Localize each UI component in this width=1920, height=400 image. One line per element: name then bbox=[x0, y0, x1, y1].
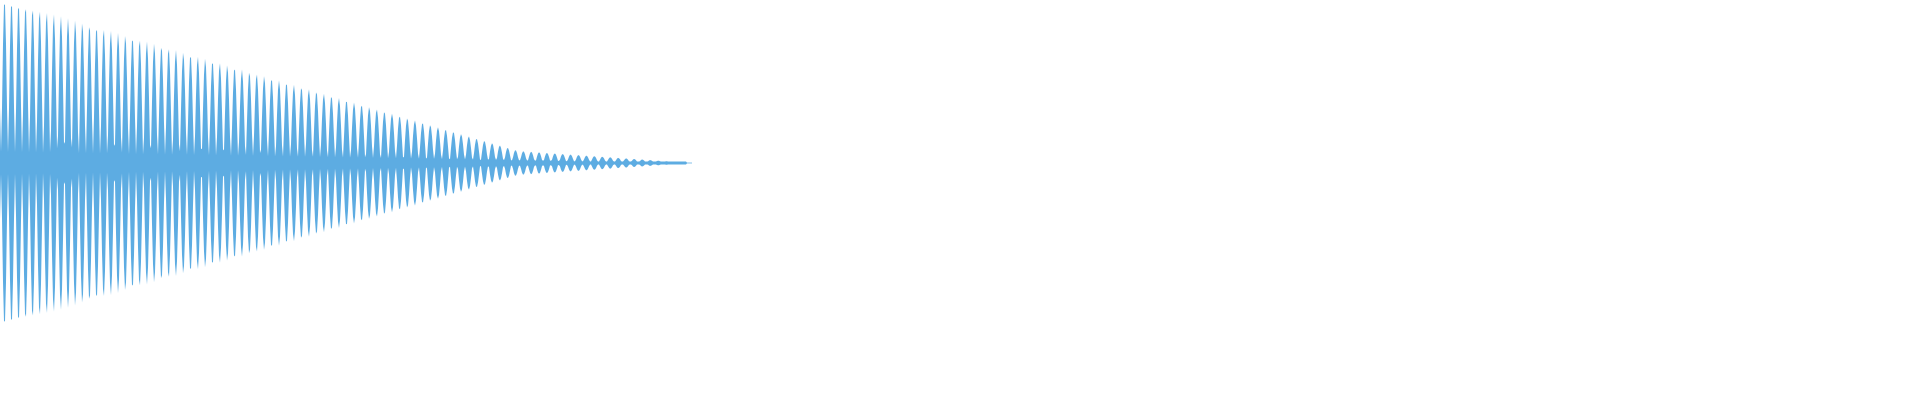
waveform-signal bbox=[0, 4, 692, 322]
